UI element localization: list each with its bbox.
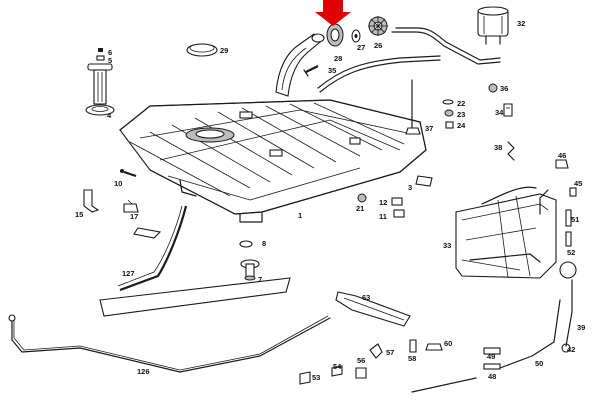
label-48: 48 <box>488 372 496 381</box>
label-1: 1 <box>298 211 302 220</box>
part-54-clip <box>331 365 343 377</box>
label-26: 26 <box>374 41 382 50</box>
label-8: 8 <box>262 239 266 248</box>
label-52: 52 <box>567 248 575 257</box>
part-3-bracket <box>415 175 433 187</box>
label-34: 34 <box>495 108 504 117</box>
label-6: 6 <box>108 48 112 57</box>
label-11: 11 <box>379 212 387 221</box>
part-38-clip <box>507 141 515 161</box>
part-7-valve <box>240 259 260 281</box>
filler-neck <box>275 33 325 97</box>
label-12: 12 <box>379 198 387 207</box>
label-28: 28 <box>334 54 342 63</box>
label-54: 54 <box>333 362 342 371</box>
fuel-tank <box>119 99 427 223</box>
label-3: 3 <box>408 183 412 192</box>
label-29: 29 <box>220 46 228 55</box>
part-46-clamp <box>555 159 569 169</box>
label-53: 53 <box>312 373 320 382</box>
label-49: 49 <box>487 352 495 361</box>
label-7: 7 <box>258 275 262 284</box>
label-32: 32 <box>517 19 525 28</box>
part-52-hose <box>565 231 572 247</box>
part-35-bolt <box>303 65 319 77</box>
small-hardware-22-24 <box>442 99 454 129</box>
part-36-nut <box>488 83 498 93</box>
label-33: 33 <box>443 241 451 250</box>
label-23: 23 <box>457 110 465 119</box>
part-34-bracket <box>503 103 513 117</box>
label-15: 15 <box>75 210 83 219</box>
seal-ring-28 <box>326 23 344 47</box>
part-21-nut <box>357 193 367 203</box>
part-37-valve <box>405 79 421 135</box>
label-42: 42 <box>567 345 575 354</box>
part-32-canister <box>477 6 509 45</box>
label-51: 51 <box>571 215 579 224</box>
label-127: 127 <box>122 269 135 278</box>
vent-lines <box>317 27 501 93</box>
part-60-clip <box>425 343 443 351</box>
sender-unit <box>85 48 115 116</box>
part-labels: 1 3 4 5 6 7 8 10 11 12 15 17 21 22 23 24… <box>75 19 585 382</box>
label-17: 17 <box>130 212 138 221</box>
label-10: 10 <box>114 179 122 188</box>
part-12-11-pads <box>391 197 405 218</box>
label-60: 60 <box>444 339 452 348</box>
label-46: 46 <box>558 151 566 160</box>
part-63-shield <box>335 291 411 327</box>
part-57-clip <box>369 343 383 359</box>
label-36: 36 <box>500 84 508 93</box>
part-49-50-connector <box>483 347 501 370</box>
part-56-clip <box>355 367 367 379</box>
part-26-cap <box>368 16 388 36</box>
label-35: 35 <box>328 66 336 75</box>
part-33-expansion-tank <box>455 193 557 279</box>
label-56: 56 <box>357 356 365 365</box>
label-50: 50 <box>535 359 543 368</box>
label-22: 22 <box>457 99 465 108</box>
label-38: 38 <box>494 143 502 152</box>
part-127-pipe <box>99 205 291 317</box>
part-27 <box>351 29 361 43</box>
label-24: 24 <box>457 121 466 130</box>
part-58-clip <box>409 339 417 353</box>
part-45-fitting <box>569 187 577 197</box>
label-45: 45 <box>574 179 582 188</box>
label-39: 39 <box>577 323 585 332</box>
label-63: 63 <box>362 293 370 302</box>
part-10-screw <box>120 169 137 178</box>
part-17-clip <box>123 199 139 213</box>
part-29-cover <box>186 43 218 57</box>
part-15-bracket <box>83 189 100 213</box>
label-21: 21 <box>356 204 364 213</box>
label-5: 5 <box>108 56 112 65</box>
part-42-clamp <box>559 261 577 353</box>
label-58: 58 <box>408 354 416 363</box>
part-8-ring <box>239 240 253 248</box>
label-126: 126 <box>137 367 150 376</box>
part-51-hose <box>565 209 572 227</box>
part-48-line <box>411 377 477 393</box>
highlight-arrow <box>315 0 351 26</box>
label-4: 4 <box>107 111 112 120</box>
part-126-line <box>8 314 331 373</box>
part-39-50-lines <box>481 186 573 369</box>
label-37: 37 <box>425 124 433 133</box>
label-57: 57 <box>386 348 394 357</box>
label-27: 27 <box>357 43 365 52</box>
part-53-clip <box>299 371 311 385</box>
